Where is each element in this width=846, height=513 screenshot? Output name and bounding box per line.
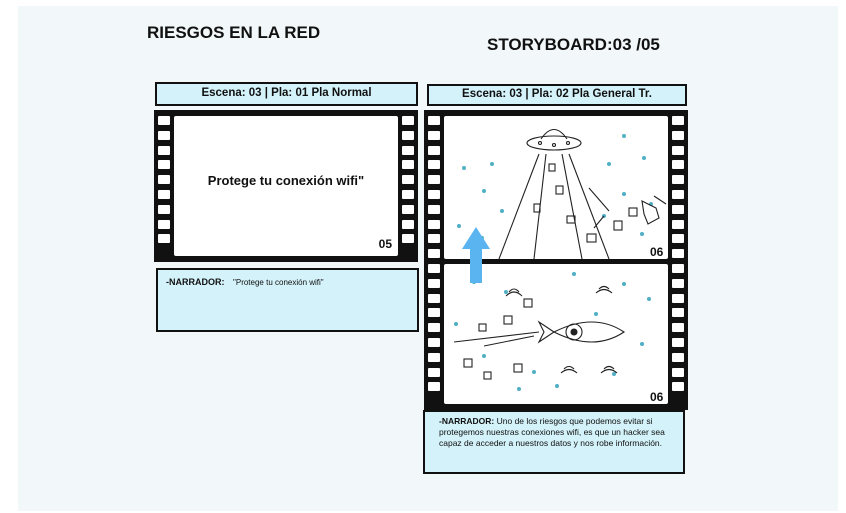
narrator-box-left: -NARRADOR: "Protege tu conexión wifi" bbox=[156, 268, 419, 332]
page-title: RIESGOS EN LA RED bbox=[147, 23, 321, 42]
transition-arrow-icon bbox=[462, 227, 490, 283]
frame-number-right-bottom: 06 bbox=[650, 390, 664, 404]
narrator-label-right: -NARRADOR: bbox=[439, 416, 495, 426]
film-holes-left bbox=[428, 116, 440, 397]
frame-caption: Protege tu conexión wifi" bbox=[207, 173, 365, 188]
ufo-illustration: 06 bbox=[457, 128, 667, 260]
frame-right-bottom: 06 bbox=[444, 264, 668, 404]
film-strip-left: Protege tu conexión wifi" 05 bbox=[154, 110, 418, 262]
narrator-text-right: Uno de los riesgos que podemos evitar si… bbox=[439, 416, 665, 448]
film-holes-left bbox=[158, 116, 170, 249]
rocket-illustration: 06 bbox=[453, 272, 664, 404]
film-strip-right: 06 bbox=[424, 110, 688, 410]
frame-left: Protege tu conexión wifi" 05 bbox=[174, 116, 398, 256]
frame-right-top: 06 bbox=[444, 116, 668, 260]
film-holes-right bbox=[672, 116, 684, 397]
narrator-box-right: -NARRADOR: Uno de los riesgos que podemo… bbox=[423, 410, 685, 474]
frame-number-right-top: 06 bbox=[650, 245, 664, 259]
storyboard-number: STORYBOARD:03 /05 bbox=[487, 35, 660, 54]
narrator-text-left: "Protege tu conexión wifi" bbox=[233, 278, 324, 287]
scene-label-right: Escena: 03 | Pla: 02 Pla General Tr. bbox=[427, 84, 687, 106]
film-holes-right bbox=[402, 116, 414, 249]
frame-number-left: 05 bbox=[378, 237, 392, 251]
scene-label-left: Escena: 03 | Pla: 01 Pla Normal bbox=[155, 82, 418, 106]
narrator-label-left: -NARRADOR: bbox=[166, 277, 225, 287]
